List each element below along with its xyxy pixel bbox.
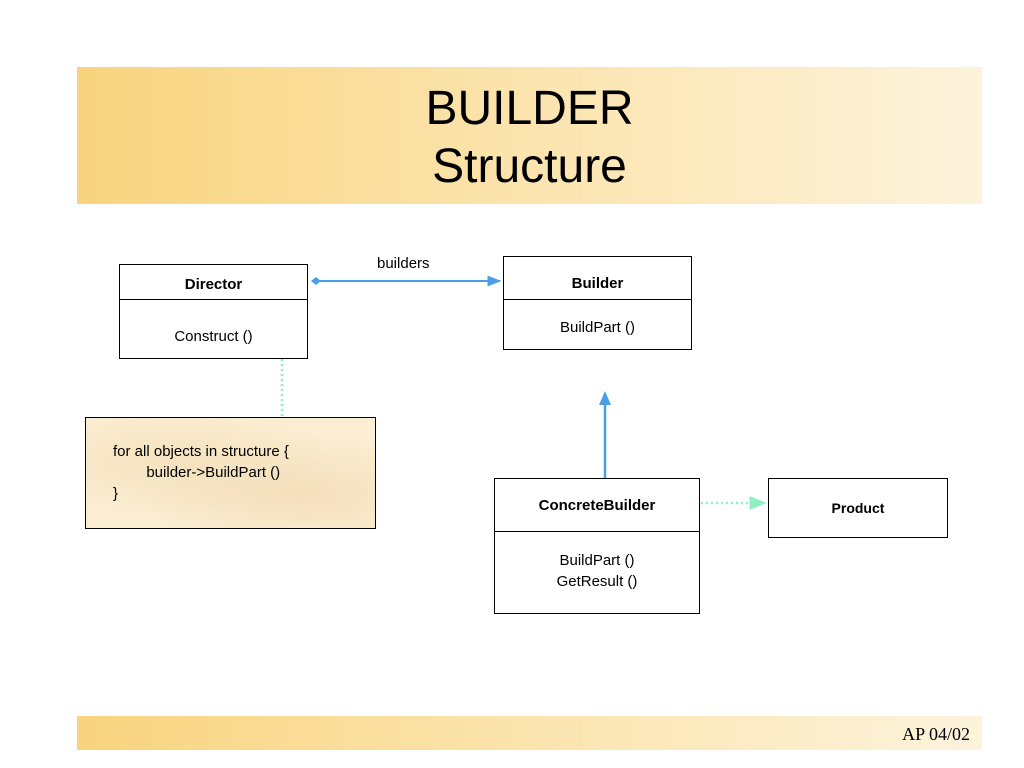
operation-getresult: GetResult ()	[556, 573, 638, 590]
class-builder: Builder BuildPart ()	[503, 256, 692, 350]
class-director: Director Construct ()	[119, 264, 308, 359]
class-divider	[495, 531, 699, 532]
operation-buildpart: BuildPart ()	[559, 552, 635, 569]
class-name-director: Director	[184, 276, 243, 293]
association-director-builder	[311, 275, 502, 287]
note-line: builder->BuildPart ()	[113, 464, 281, 481]
inheritance-arrowhead-icon	[599, 391, 611, 405]
director-note: for all objects in structure { builder->…	[85, 417, 376, 529]
footer-band: AP 04/02	[77, 716, 982, 750]
class-product: Product	[768, 478, 948, 538]
note-line: for all objects in structure {	[113, 443, 289, 460]
class-divider	[120, 299, 307, 300]
class-concrete-builder: ConcreteBuilder BuildPart () GetResult (…	[494, 478, 700, 614]
note-line: }	[113, 485, 119, 502]
operation-construct: Construct ()	[174, 328, 253, 345]
title-band: BUILDER Structure	[77, 67, 982, 204]
aggregation-diamond-icon	[311, 277, 321, 285]
association-label-builders: builders	[377, 255, 430, 272]
slide-title: BUILDER	[425, 82, 634, 135]
class-divider	[504, 299, 691, 300]
slide-subtitle: Structure	[432, 140, 627, 193]
inheritance-arrow	[599, 391, 611, 484]
operation-buildpart: BuildPart ()	[559, 319, 636, 336]
class-name-builder: Builder	[571, 275, 624, 292]
class-name-product: Product	[831, 500, 885, 516]
footer-label: AP 04/02	[902, 724, 970, 744]
class-name-concrete-builder: ConcreteBuilder	[538, 497, 656, 514]
